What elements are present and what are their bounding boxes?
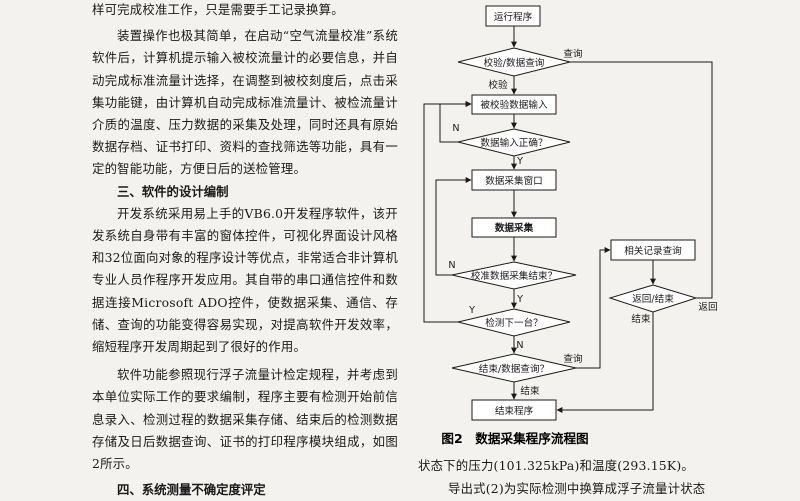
n2-label: N bbox=[448, 260, 455, 271]
text-line: 样可完成校准工作，只是需要手工记录换算。 bbox=[92, 2, 344, 17]
query2-label: 查询 bbox=[563, 353, 583, 365]
y3-label: Y bbox=[468, 305, 475, 316]
end-query-label: 结束/数据查询？ bbox=[479, 363, 549, 375]
section-heading-3: 三、软件的设计编制 bbox=[117, 183, 229, 199]
figure-caption: 图2 数据采集程序流程图 bbox=[441, 431, 588, 446]
right-line-formula: 导出式(2)为实际检测中换算成浮子流量计状态 bbox=[448, 481, 706, 496]
end-program-box bbox=[471, 399, 557, 421]
n3-label: N bbox=[516, 340, 523, 351]
back-end-label: 返回/结束 bbox=[632, 293, 674, 305]
paragraph-dev: 开发系统采用易上手的VB6.0开发程序软件，该开发系统自身带有丰富的窗体控件，可… bbox=[92, 205, 398, 355]
acq-end-label: 校准数据采集结束？ bbox=[471, 270, 557, 282]
input-ok-label: 数据输入正确？ bbox=[480, 137, 547, 149]
records-label: 相关记录查询 bbox=[624, 245, 682, 257]
y1-label: Y bbox=[516, 156, 523, 167]
paragraph-install: 装置操作也极其简单，在启动“空气流量校准”系统软件后，计算机提示输入被校流量计的… bbox=[92, 28, 398, 177]
y2-label: Y bbox=[516, 294, 523, 305]
back-label: 返回 bbox=[698, 301, 717, 313]
n1-label: N bbox=[452, 123, 459, 134]
calib-label: 校验 bbox=[488, 79, 508, 91]
run-program-box bbox=[485, 5, 541, 27]
acq-label: 数据采集 bbox=[494, 222, 534, 234]
acq-window-label: 数据采集窗口 bbox=[485, 175, 543, 187]
section-heading-4: 四、系统测量不确定度评定 bbox=[117, 482, 266, 498]
end1-label: 结束 bbox=[520, 385, 540, 397]
right-line-state: 状态下的压力(101.325kPa)和温度(293.15K)。 bbox=[418, 458, 694, 473]
next-label: 检测下一台？ bbox=[485, 317, 543, 329]
paragraph-func: 软件功能参照现行浮子流量计检定规程，并考虑到本单位实际工作的要求编制，程序主要有… bbox=[92, 367, 398, 472]
query1-label: 查询 bbox=[563, 48, 583, 60]
mode-label: 校验/数据查询 bbox=[484, 57, 545, 69]
input-label: 被校验数据输入 bbox=[480, 99, 548, 111]
end2-label: 结束 bbox=[631, 313, 651, 325]
left-column: 样可完成校准工作，只是需要手工记录换算。 装置操作也极其简单，在启动“空气流量校… bbox=[92, 0, 398, 501]
run-label: 运行程序 bbox=[494, 11, 533, 23]
end-program-label: 结束程序 bbox=[495, 405, 534, 417]
